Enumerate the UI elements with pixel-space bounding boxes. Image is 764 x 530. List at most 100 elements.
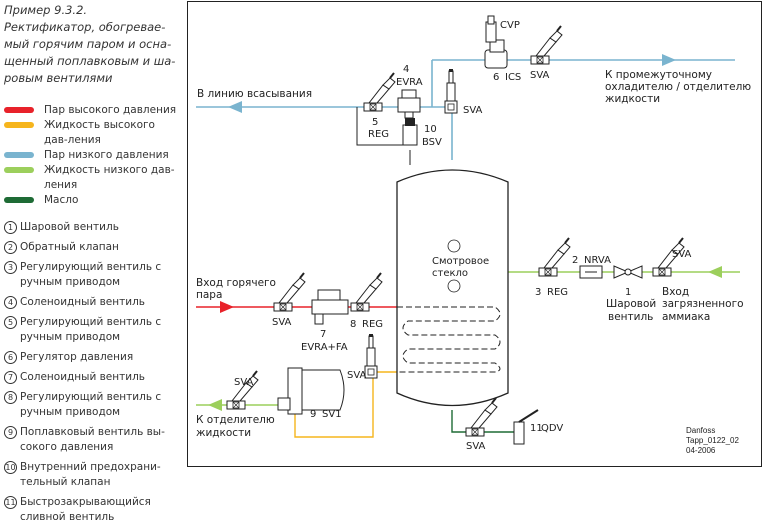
- item-number: 4: [4, 296, 17, 309]
- bsv-number: 10: [424, 124, 437, 135]
- item-number: 10: [4, 461, 17, 474]
- evra-fa-valve-7-icon[interactable]: [311, 289, 349, 325]
- sva-liquid-label: SVA: [347, 370, 367, 381]
- item-number: 11: [4, 496, 17, 509]
- sva-liquid-vertical-icon[interactable]: [364, 333, 378, 379]
- sv1-number: 9: [310, 409, 316, 420]
- item-label: Обратный клапан: [20, 241, 119, 253]
- ics-valve-6-icon[interactable]: [484, 39, 508, 69]
- ics-label: ICS: [505, 72, 521, 83]
- separator-label: К отделителю: [196, 414, 275, 426]
- sva-separator-label: SVA: [234, 377, 254, 388]
- qdv-label: QDV: [541, 423, 563, 434]
- dirty-ammonia-label: аммиака: [662, 311, 710, 323]
- sva-hot-gas-icon[interactable]: [273, 272, 306, 312]
- suction-line-label: В линию всасывания: [197, 88, 312, 100]
- legend-swatch-high-pressure-liquid: [4, 122, 34, 128]
- reg-right-number: 3: [535, 287, 541, 298]
- intercooler-arrow-icon: [662, 54, 676, 66]
- evra-fa-label: EVRA+FA: [301, 342, 348, 353]
- oil-drain-line: [451, 410, 520, 433]
- qdv-valve-11-icon[interactable]: [513, 409, 539, 445]
- nrva-label: NRVA: [584, 255, 611, 266]
- legend-label: Масло: [44, 194, 79, 206]
- legend-swatch-oil: [4, 197, 34, 203]
- caption-line: Ректификатор, обогревае-: [4, 20, 166, 34]
- legend-swatch-low-pressure-liquid: [4, 167, 34, 173]
- sva-hot-label: SVA: [272, 317, 292, 328]
- item-label: Шаровой вентиль: [20, 221, 119, 233]
- sva-bottom-label: SVA: [466, 441, 486, 452]
- high-pressure-liquid-line: [294, 371, 397, 438]
- nrva-number: 2: [572, 255, 578, 266]
- dirty-ammonia-label: Вход: [662, 286, 689, 298]
- item-label: Регулирующий вентиль с ручным приводом: [20, 391, 162, 418]
- intercooler-label: жидкости: [605, 93, 660, 105]
- legend-label: Пар низкого давления: [44, 149, 169, 161]
- evra-top-number: 4: [403, 64, 409, 75]
- sva-top-right-icon[interactable]: [530, 25, 563, 65]
- caption-line: мый горячим паром и осна-: [4, 37, 172, 51]
- ball-valve-number: 1: [625, 287, 631, 298]
- hot-gas-label: пара: [196, 289, 222, 301]
- item-label: Регулирующий вентиль с ручным приводом: [20, 316, 162, 343]
- reg-hot-label: REG: [362, 319, 383, 330]
- item-number: 6: [4, 351, 17, 364]
- separator-arrow-icon: [208, 399, 222, 411]
- ball-valve-1-icon[interactable]: [613, 265, 643, 279]
- sv1-label: SV1: [322, 409, 342, 420]
- legend-item: Масло: [4, 193, 188, 208]
- reg-top-number: 5: [372, 117, 378, 128]
- legend-swatch-high-pressure-vapor: [4, 107, 34, 113]
- evra-fa-number: 7: [320, 329, 326, 340]
- dirty-ammonia-arrow-icon: [708, 266, 722, 278]
- item-label: Регулятор давления: [20, 351, 134, 363]
- reg-valve-8-icon[interactable]: [350, 272, 383, 312]
- credit-code: Tapp_0122_02: [686, 436, 739, 445]
- figure-caption: Пример 9.3.2. Ректификатор, обогревае- м…: [4, 2, 188, 87]
- reg-valve-5-icon[interactable]: [363, 72, 396, 112]
- sight-glass-label: Смотровое: [432, 256, 489, 267]
- separator-label: жидкости: [196, 427, 251, 439]
- sva-top-right-label: SVA: [530, 70, 550, 81]
- evra-valve-4-icon[interactable]: [397, 89, 421, 119]
- reg-top-label: REG: [368, 129, 389, 140]
- ics-number: 6: [493, 72, 499, 83]
- legend-item: Жидкость высокого дав-ления: [4, 118, 188, 148]
- item-number: 9: [4, 426, 17, 439]
- item-number: 1: [4, 221, 17, 234]
- credit-brand: Danfoss: [686, 426, 715, 435]
- sva-vertical-top-icon[interactable]: [444, 68, 458, 114]
- legend-label: Пар высокого давления: [44, 104, 177, 116]
- sv1-float-valve-9-icon[interactable]: [277, 367, 345, 415]
- caption-line: щенный поплавковым и ша-: [4, 54, 176, 68]
- intercooler-label: К промежуточному: [605, 69, 712, 81]
- color-legend: Пар высокого давления Жидкость высокого …: [4, 103, 188, 208]
- diagram-frame: [187, 1, 762, 467]
- item-label: Регулирующий вентиль с ручным приводом: [20, 261, 162, 288]
- bsv-valve-10-icon[interactable]: [402, 118, 418, 146]
- reg-valve-3-icon[interactable]: [538, 237, 571, 277]
- nrva-check-valve-2-icon[interactable]: [579, 265, 603, 279]
- cvp-label: CVP: [500, 20, 520, 31]
- item-label: Поплавковый вентиль вы-сокого давления: [20, 426, 165, 453]
- item-number: 7: [4, 371, 17, 384]
- sight-glass-label: стекло: [432, 268, 468, 279]
- heating-coil: [397, 306, 501, 373]
- legend-label: Жидкость низкого дав-ления: [44, 164, 175, 191]
- item-number: 5: [4, 316, 17, 329]
- dirty-ammonia-label: загрязненного: [662, 298, 744, 310]
- legend-swatch-low-pressure-vapor: [4, 152, 34, 158]
- cvp-pilot-icon[interactable]: [485, 15, 497, 43]
- hot-gas-arrow-icon: [220, 301, 234, 313]
